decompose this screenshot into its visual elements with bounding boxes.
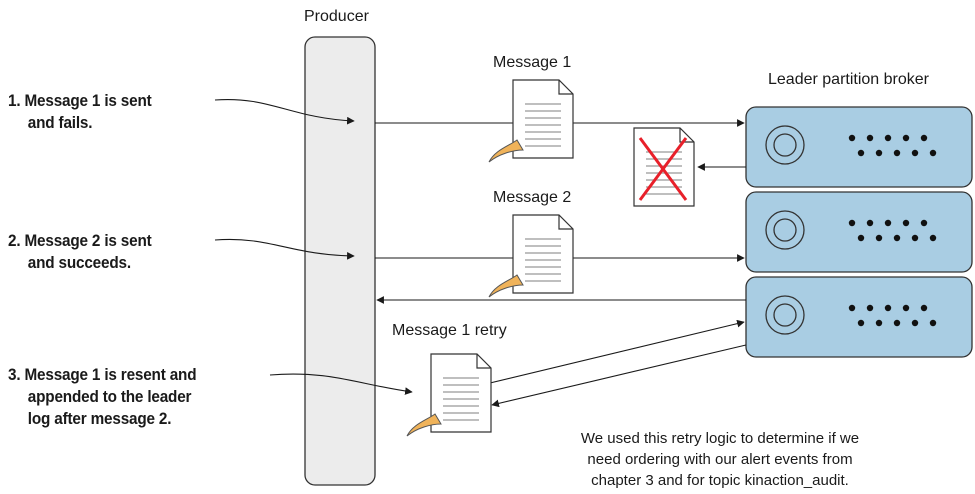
broker-server-3 [745, 276, 973, 358]
note-line-3: chapter 3 and for topic kinaction_audit. [591, 472, 849, 489]
step-3-pointer [269, 373, 413, 395]
note-line-1: We used this retry logic to determine if… [580, 430, 860, 447]
step-3-line-2: appended to the leader [27, 387, 192, 406]
step-3-line-3: log after message 2. [27, 409, 172, 428]
message-1-retry-document-icon [406, 353, 492, 437]
step-1-line-1: 1. Message 1 is sent [8, 91, 152, 110]
step-3-text: 3. Message 1 is resent and appended to t… [8, 364, 197, 430]
failed-message-document-icon [633, 127, 695, 207]
message-1-retry-arrow [489, 319, 745, 384]
step-1-line-2: and fails. [27, 113, 93, 132]
step-2-pointer [214, 238, 355, 260]
broker-server-1 [745, 106, 973, 188]
message-2-label: Message 2 [493, 189, 572, 206]
message-1-retry-label: Message 1 retry [392, 322, 507, 339]
message-2-document-icon [488, 214, 574, 298]
step-2-line-1: 2. Message 2 is sent [8, 231, 152, 250]
step-1-text: 1. Message 1 is sent and fails. [8, 90, 152, 134]
message-1-retry-ack-arrow [491, 344, 747, 408]
broker-server-2 [745, 191, 973, 273]
note-line-2: need ordering with our alert events from [587, 451, 853, 468]
broker-label: Leader partition broker [768, 71, 929, 88]
step-2-line-2: and succeeds. [27, 253, 131, 272]
message-1-label: Message 1 [493, 54, 572, 71]
producer-label: Producer [304, 8, 369, 25]
step-3-line-1: 3. Message 1 is resent and [8, 365, 197, 384]
step-1-pointer [214, 98, 355, 125]
message-1-document-icon [488, 79, 574, 163]
producer-column [304, 36, 376, 486]
retry-note: We used this retry logic to determine if… [555, 428, 885, 491]
step-2-text: 2. Message 2 is sent and succeeds. [8, 230, 152, 274]
